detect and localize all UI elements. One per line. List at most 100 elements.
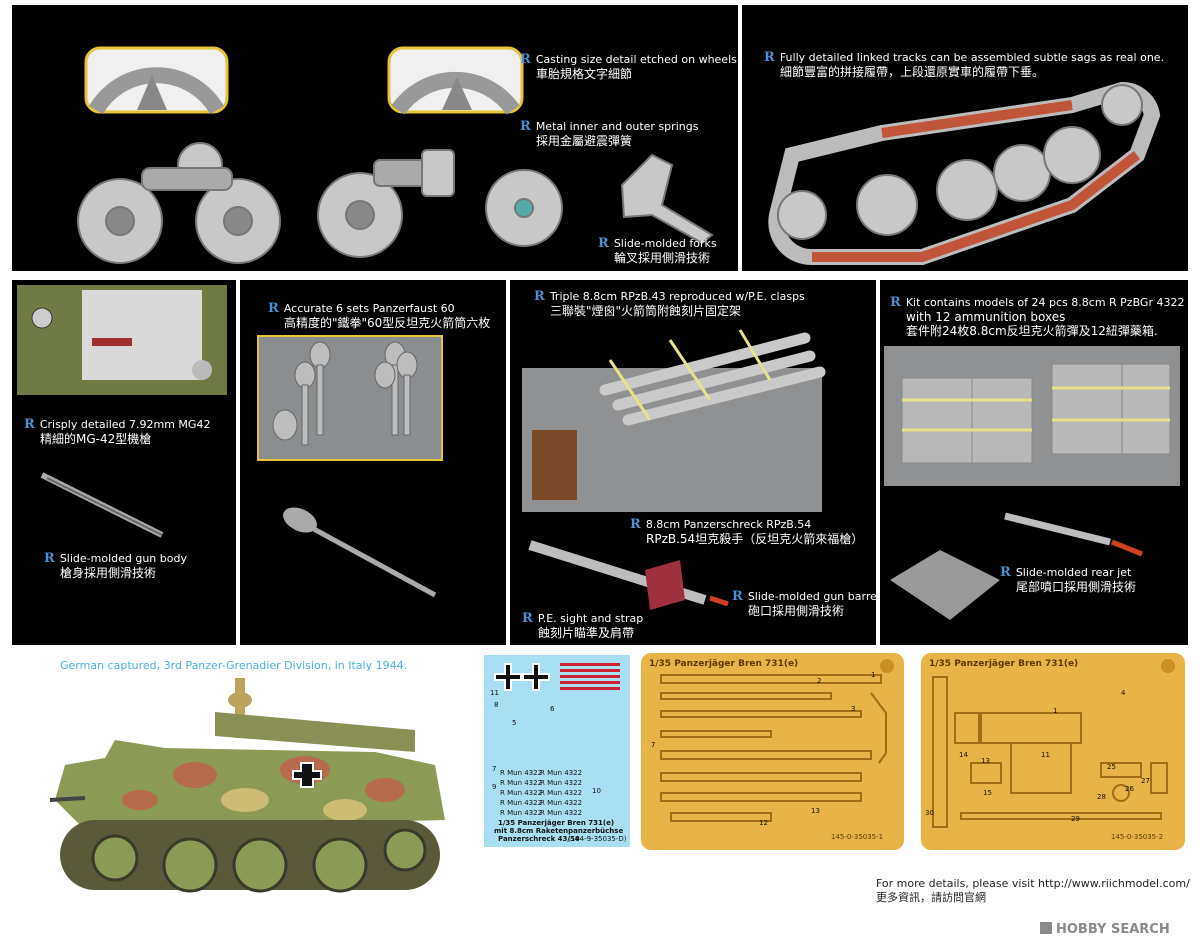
- pe-num: 2: [817, 677, 822, 685]
- pe-title: 1/35 Panzerjäger Bren 731(e): [929, 659, 1079, 669]
- caption-springs-en: Metal inner and outer springs: [535, 120, 699, 133]
- footer-link[interactable]: For more details, please visit http://ww…: [876, 877, 1190, 890]
- pe-logo: [1161, 659, 1175, 673]
- pe-num: 7: [651, 741, 656, 749]
- caption-springs: R Metal inner and outer springs 採用金屬避震彈簧: [520, 119, 699, 149]
- caption-barrel-zh: 砲口採用側滑技術: [748, 604, 845, 618]
- watermark: HOBBY SEARCH: [1040, 922, 1170, 937]
- r-mark: R: [24, 417, 35, 432]
- caption-panzerschreck-en: 8.8cm Panzerschreck RPzB.54: [645, 518, 812, 531]
- footer-zh: 更多資訊，請訪問官網: [876, 891, 986, 904]
- decal-label: R Mun 4322: [500, 779, 543, 787]
- caption-casting-zh: 車胎規格文字細節: [536, 67, 633, 81]
- decal-label: R Mun 4322: [540, 779, 583, 787]
- caption-panzerfaust-zh: 高精度的"鐵拳"60型反坦克火箭筒六枚: [284, 316, 491, 330]
- caption-rearjet-zh: 尾部噴口採用側滑技術: [1016, 580, 1137, 594]
- caption-tracks-zh: 細節豐富的拼接履帶，上段還原實車的履帶下垂。: [780, 65, 1045, 79]
- pe-num: 3: [851, 705, 856, 713]
- caption-ammo-zh: 套件附24枚8.8cm反坦克火箭彈及12紐彈藥箱.: [906, 324, 1158, 338]
- r-mark: R: [732, 589, 743, 604]
- pe-num: 14: [959, 751, 968, 759]
- pe-num: 13: [811, 807, 820, 815]
- suspension-render: [77, 46, 714, 264]
- pe-num: 30: [925, 809, 934, 817]
- pe-code: 145-0-35035-2: [1111, 833, 1164, 841]
- decal-crosses: [494, 663, 620, 691]
- decal-code: (194-9-35035-D): [568, 835, 627, 843]
- panel-ammo: R Kit contains models of 24 pcs 8.8cm R P…: [880, 280, 1188, 645]
- decal-label: R Mun 4322: [500, 769, 543, 777]
- caption-triple: R Triple 8.8cm RPzB.43 reproduced w/P.E. …: [534, 289, 805, 319]
- decal-label: R Mun 4322: [540, 789, 583, 797]
- decal-title-1: 1/35 Panzerjäger Bren 731(e): [498, 819, 615, 827]
- tracks-render: [768, 82, 1161, 265]
- decal-label: R Mun 4322: [500, 799, 543, 807]
- decal-sheet: 11 8 5 6 7 9 10 R Mun 4322 R Mun 4322 R …: [484, 655, 630, 847]
- caption-forks-en: Slide-molded forks: [613, 237, 717, 250]
- caption-tracks-en: Fully detailed linked tracks can be asse…: [779, 51, 1165, 64]
- panel-panzerfaust: R Accurate 6 sets Panzerfaust 60 高精度的"鐵拳"…: [240, 280, 506, 645]
- photo-etch-fret-2: 1/35 Panzerjäger Bren 731(e) 1 4 11 13 1…: [921, 653, 1185, 850]
- pe-num: 1: [1053, 707, 1058, 715]
- caption-panzerfaust-en: Accurate 6 sets Panzerfaust 60: [283, 302, 455, 315]
- pe-num: 25: [1107, 763, 1116, 771]
- pe-num: 29: [1071, 815, 1080, 823]
- caption-springs-zh: 採用金屬避震彈簧: [536, 134, 633, 148]
- watermark-text: HOBBY SEARCH: [1056, 922, 1170, 937]
- pe-code: 145-0-35035-1: [831, 833, 884, 841]
- r-mark: R: [890, 295, 901, 310]
- caption-casting-en: Casting size detail etched on wheels: [535, 53, 737, 66]
- pe-parts: [932, 676, 1168, 828]
- mg42-render: [17, 285, 227, 538]
- decal-num: 8: [494, 701, 499, 709]
- ammo-render: [884, 346, 1180, 620]
- pe-num: 13: [981, 757, 990, 765]
- watermark-logo-icon: [1040, 922, 1052, 934]
- decal-label: R Mun 4322: [500, 809, 543, 817]
- decal-label: R Mun 4322: [540, 809, 583, 817]
- caption-sight-en: P.E. sight and strap: [537, 612, 644, 625]
- r-mark: R: [268, 301, 279, 316]
- pe-num: 28: [1097, 793, 1106, 801]
- r-mark: R: [522, 611, 533, 626]
- decal-num: 7: [492, 765, 497, 773]
- decal-num: 11: [490, 689, 499, 697]
- pe-num: 4: [1121, 689, 1126, 697]
- pe-logo: [880, 659, 894, 673]
- pe-num: 27: [1141, 777, 1150, 785]
- panel-suspension: R Casting size detail etched on wheels 車胎…: [12, 5, 738, 271]
- caption-mg42-en: Crisply detailed 7.92mm MG42: [39, 418, 211, 431]
- caption-mg42-zh: 精細的MG-42型機槍: [40, 432, 152, 446]
- caption-ammo-en2: with 12 ammunition boxes: [906, 310, 1066, 324]
- caption-sight: R P.E. sight and strap 蝕刻片瞄準及肩帶: [522, 611, 644, 641]
- caption-ammo-en1: Kit contains models of 24 pcs 8.8cm R Pz…: [905, 296, 1185, 309]
- r-mark: R: [44, 551, 55, 566]
- caption-gunbody-en: Slide-molded gun body: [59, 552, 187, 565]
- caption-mg42: R Crisply detailed 7.92mm MG42 精細的MG-42型機…: [24, 417, 211, 447]
- caption-sight-zh: 蝕刻片瞄準及肩帶: [538, 626, 635, 640]
- r-mark: R: [534, 289, 545, 304]
- pe-parts: [660, 674, 887, 822]
- r-mark: R: [598, 236, 609, 251]
- r-mark: R: [520, 119, 531, 134]
- decal-num: 10: [592, 787, 601, 795]
- camo-vehicle: [49, 678, 445, 893]
- footer-info: For more details, please visit http://ww…: [876, 877, 1190, 905]
- decal-title-3: Panzerschreck 43/54: [498, 835, 580, 843]
- camo-caption: German captured, 3rd Panzer-Grenadier Di…: [60, 659, 408, 672]
- caption-ammo: R Kit contains models of 24 pcs 8.8cm R P…: [890, 295, 1185, 339]
- decal-num: 5: [512, 719, 517, 727]
- caption-rearjet-en: Slide-molded rear jet: [1015, 566, 1132, 579]
- panel-mg42: R Crisply detailed 7.92mm MG42 精細的MG-42型機…: [12, 280, 236, 645]
- caption-panzerfaust: R Accurate 6 sets Panzerfaust 60 高精度的"鐵拳"…: [268, 301, 491, 331]
- caption-triple-en: Triple 8.8cm RPzB.43 reproduced w/P.E. c…: [549, 290, 805, 303]
- decal-label: R Mun 4322: [540, 769, 583, 777]
